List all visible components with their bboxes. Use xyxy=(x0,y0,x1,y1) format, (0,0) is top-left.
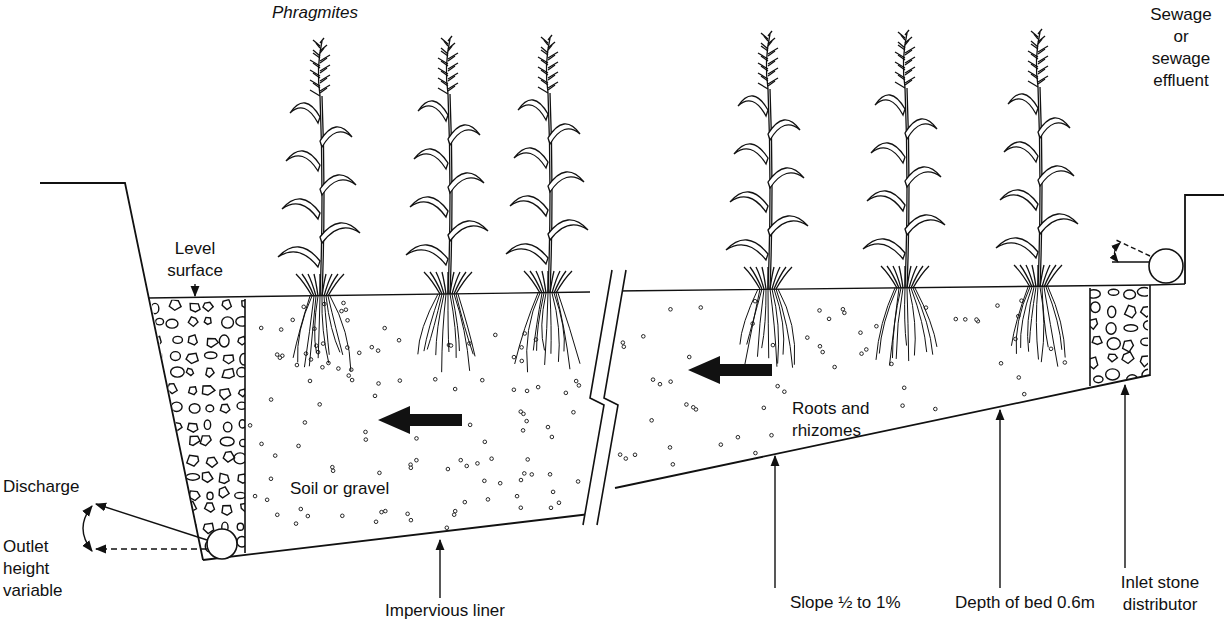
leader-arrow xyxy=(999,410,1000,588)
soil-dots xyxy=(248,299,1066,530)
stone-fill xyxy=(1086,287,1155,384)
flow-arrow xyxy=(688,356,772,384)
part-label: Roots and rhizomes xyxy=(792,398,892,442)
part-label: Outlet height variable xyxy=(3,536,75,602)
outlet-pipe xyxy=(207,529,237,559)
reed-plant xyxy=(278,38,360,371)
part-label: Inlet stone distributor xyxy=(1100,572,1220,616)
level-surface xyxy=(148,292,590,298)
leader-arrow xyxy=(194,284,195,296)
reed-plant xyxy=(506,35,588,372)
gravel-zone-edge xyxy=(1089,288,1091,386)
reed-plant xyxy=(406,36,488,372)
part-label: Sewage or sewage effluent xyxy=(1142,4,1220,92)
break-line xyxy=(583,270,612,525)
part-label: Level surface xyxy=(152,238,238,282)
inlet-pipe xyxy=(1149,249,1183,283)
leader-arrow xyxy=(1124,385,1125,568)
part-label: Slope ½ to 1% xyxy=(790,592,950,614)
discharge-arrow xyxy=(96,504,207,540)
part-label: Discharge xyxy=(3,476,89,498)
stone-fill xyxy=(150,299,249,551)
reed-plant xyxy=(726,31,808,368)
reed-plant xyxy=(996,29,1078,367)
part-label: Impervious liner xyxy=(385,600,545,622)
inlet-outlet-line xyxy=(1116,240,1150,256)
pivot-arrow xyxy=(1114,243,1120,262)
bed-drawing xyxy=(40,29,1224,598)
break-line xyxy=(597,270,626,525)
part-label: Phragmites xyxy=(272,2,382,24)
bank-line xyxy=(1185,195,1224,284)
leader-arrow xyxy=(774,456,775,588)
flow-arrow xyxy=(378,406,462,434)
part-label: Depth of bed 0.6m xyxy=(955,592,1115,614)
part-label: Soil or gravel xyxy=(290,478,450,500)
impervious-liner xyxy=(615,375,1150,488)
inlet-zone-edge xyxy=(1149,285,1151,376)
discharge-arrow xyxy=(96,548,207,549)
variable-height-arrow xyxy=(83,506,92,551)
leader-arrow xyxy=(439,540,440,598)
reed-plant xyxy=(863,30,945,366)
impervious-liner xyxy=(203,514,590,560)
